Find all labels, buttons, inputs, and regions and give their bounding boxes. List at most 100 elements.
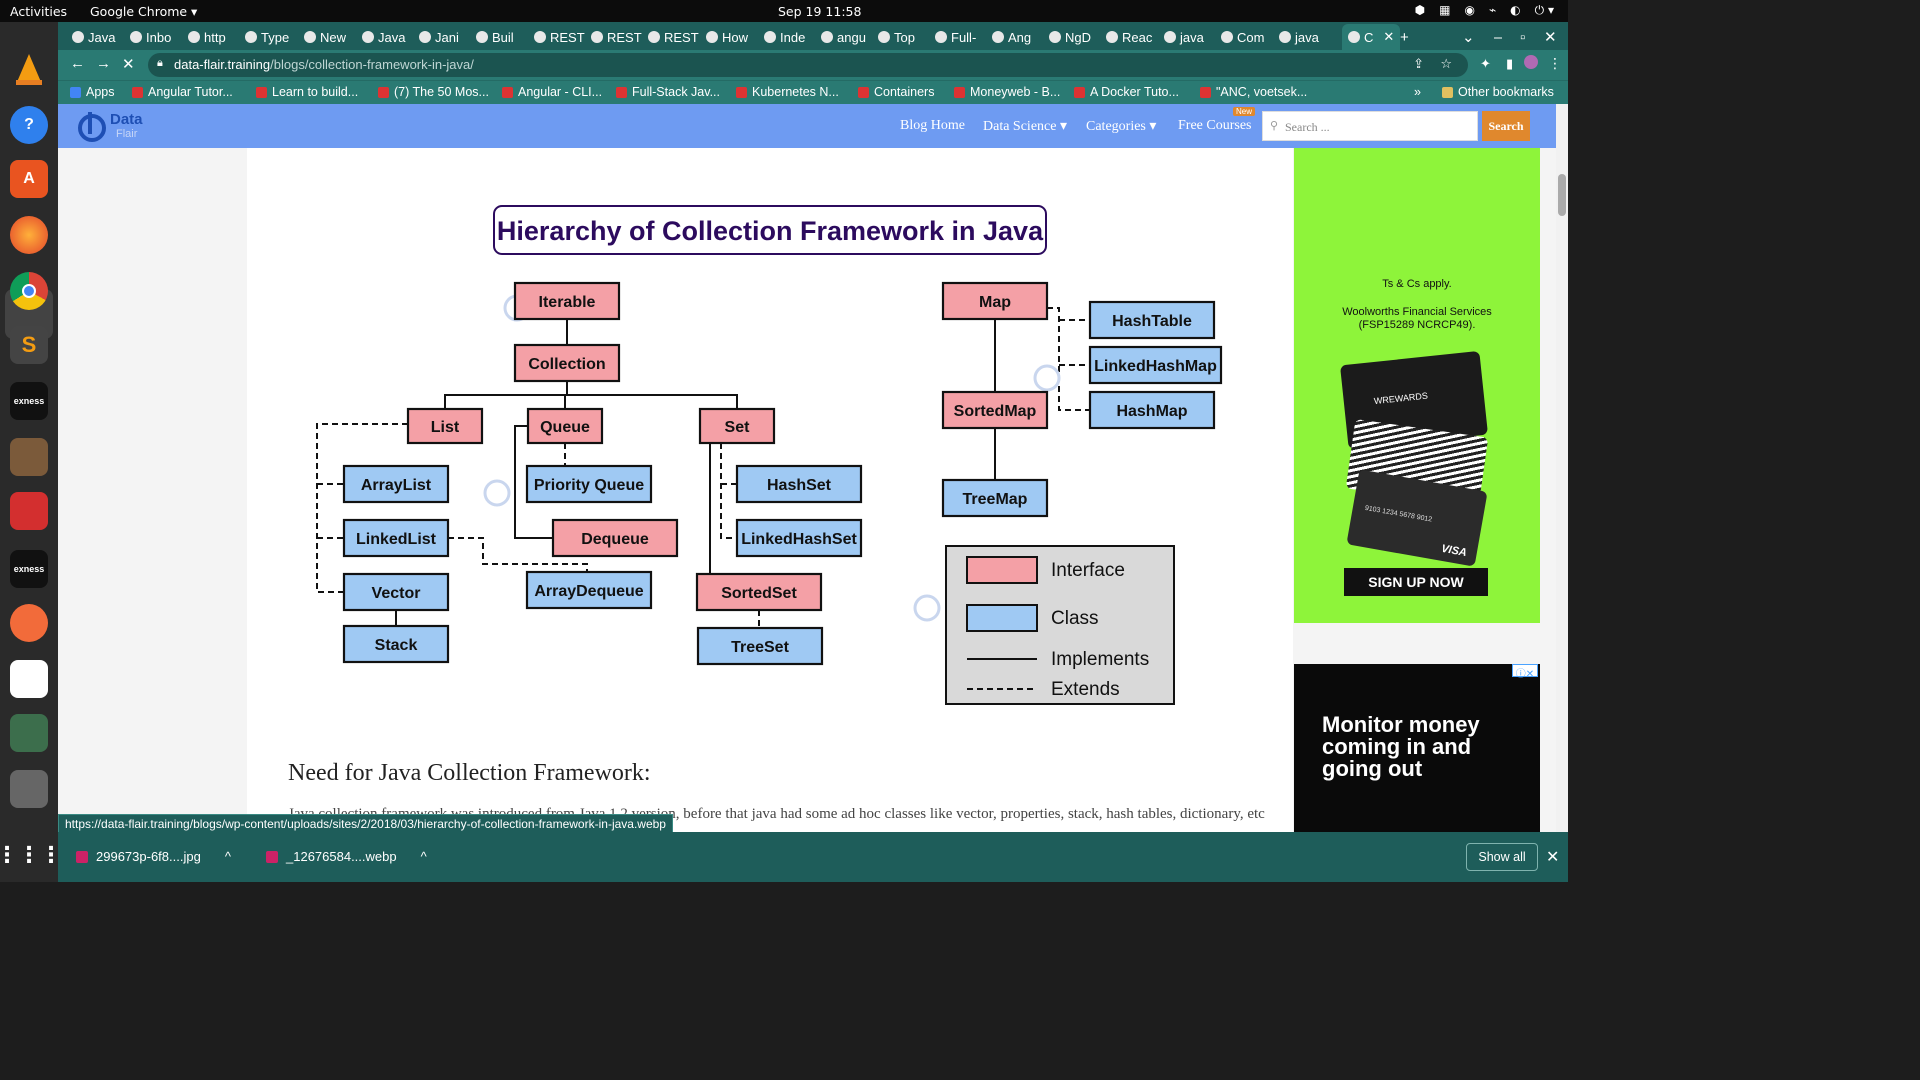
battery-icon[interactable]: ◐ bbox=[1510, 3, 1521, 17]
chevron-up-icon[interactable]: ^ bbox=[420, 849, 427, 864]
browser-tab[interactable]: Java bbox=[362, 26, 416, 48]
nav-categories[interactable]: Categories ▾ bbox=[1086, 119, 1157, 134]
extensions-icon[interactable]: ✦ bbox=[1480, 56, 1491, 71]
forward-icon[interactable]: → bbox=[96, 55, 111, 72]
browser-tab[interactable]: Inbo bbox=[130, 26, 184, 48]
browser-tab[interactable]: C✕ bbox=[1342, 24, 1400, 50]
node-label-hashmap: HashMap bbox=[1116, 403, 1187, 420]
bookmark-item[interactable]: » bbox=[1414, 85, 1421, 99]
bookmark-item[interactable]: Containers bbox=[858, 85, 934, 99]
node-label-list: List bbox=[431, 419, 460, 436]
vlc-icon[interactable] bbox=[10, 50, 48, 88]
page-scrollbar[interactable] bbox=[1556, 104, 1568, 832]
browser-tab[interactable]: angu bbox=[821, 26, 875, 48]
volume-icon[interactable]: ⌁ bbox=[1488, 3, 1497, 17]
system-tray[interactable]: ⬢ ▦ ◉ ⌁ ◐ ⏻ ▾ bbox=[1415, 3, 1554, 18]
app-menu[interactable]: Google Chrome ▾ bbox=[90, 4, 198, 19]
bookmark-item[interactable]: Angular - CLI... bbox=[502, 85, 602, 99]
browser-tab[interactable]: java bbox=[1279, 26, 1333, 48]
stop-loading-icon[interactable]: ✕ bbox=[122, 56, 135, 73]
back-icon[interactable]: ← bbox=[70, 55, 85, 72]
bookmark-item[interactable]: Other bookmarks bbox=[1442, 85, 1554, 99]
scrollbar-thumb[interactable] bbox=[1558, 174, 1566, 216]
browser-tab[interactable]: REST bbox=[648, 26, 702, 48]
postman-icon[interactable] bbox=[10, 604, 48, 642]
bookmark-star-icon[interactable]: ☆ bbox=[1440, 56, 1452, 71]
browser-tab[interactable]: New bbox=[304, 26, 358, 48]
download-item[interactable]: 299673p-6f8....jpg^ bbox=[76, 849, 231, 864]
chevron-up-icon[interactable]: ^ bbox=[224, 849, 231, 864]
close-window-icon[interactable]: ✕ bbox=[1544, 29, 1557, 46]
software-center-icon[interactable]: A bbox=[10, 160, 48, 198]
new-tab-icon[interactable]: + bbox=[1400, 28, 1409, 46]
calculator-icon[interactable] bbox=[10, 770, 48, 808]
ad-close-icon[interactable]: ⓘ✕ bbox=[1512, 664, 1538, 680]
browser-tab[interactable]: Top bbox=[878, 26, 932, 48]
browser-tab[interactable]: NgD bbox=[1049, 26, 1103, 48]
browser-tab[interactable]: Reac bbox=[1106, 26, 1160, 48]
tab-search-icon[interactable]: ⌄ bbox=[1462, 29, 1475, 46]
activities-button[interactable]: Activities bbox=[10, 4, 68, 19]
tab-close-icon[interactable]: ✕ bbox=[1383, 29, 1395, 44]
installer-icon[interactable] bbox=[10, 714, 48, 752]
bookmark-favicon-icon bbox=[378, 86, 389, 98]
browser-tab[interactable]: Java bbox=[72, 26, 126, 48]
kebab-menu-icon[interactable]: ⋮ bbox=[1548, 55, 1562, 71]
show-apps-icon[interactable]: ⋮⋮⋮ bbox=[0, 842, 62, 867]
dataflair-logo[interactable]: Data Flair bbox=[76, 108, 156, 144]
browser-tab[interactable]: java bbox=[1164, 26, 1218, 48]
show-all-downloads-button[interactable]: Show all bbox=[1466, 843, 1538, 871]
download-item[interactable]: _12676584....webp^ bbox=[266, 849, 427, 864]
dbeaver-icon[interactable] bbox=[10, 660, 48, 698]
sign-up-button[interactable]: SIGN UP NOW bbox=[1344, 568, 1488, 596]
search-input[interactable]: ⚲ Search ... bbox=[1262, 111, 1478, 141]
tray-screen-icon[interactable]: ▦ bbox=[1439, 3, 1451, 17]
browser-tab[interactable]: Inde bbox=[764, 26, 818, 48]
firefox-icon[interactable] bbox=[10, 216, 48, 254]
pdf-reader-icon[interactable] bbox=[10, 492, 48, 530]
close-download-bar-icon[interactable]: ✕ bbox=[1546, 849, 1560, 866]
nav-free-courses[interactable]: Free Courses bbox=[1178, 118, 1252, 133]
bookmark-item[interactable]: "ANC, voetsek... bbox=[1200, 85, 1307, 99]
side-panel-icon[interactable]: ▮ bbox=[1506, 56, 1514, 71]
bookmark-item[interactable]: Angular Tutor... bbox=[132, 85, 233, 99]
share-icon[interactable]: ⇪ bbox=[1413, 56, 1424, 71]
lock-icon[interactable]: 🔒︎ bbox=[157, 57, 163, 69]
wifi-icon[interactable]: ◉ bbox=[1464, 3, 1475, 17]
minimize-icon[interactable]: – bbox=[1494, 28, 1503, 46]
bookmark-item[interactable]: (7) The 50 Mos... bbox=[378, 85, 489, 99]
nav-blog-home[interactable]: Blog Home bbox=[900, 118, 965, 133]
browser-tab[interactable]: How bbox=[706, 26, 760, 48]
sublime-text-icon[interactable]: S bbox=[10, 326, 48, 364]
book-app-icon[interactable] bbox=[10, 438, 48, 476]
chrome-icon[interactable] bbox=[10, 272, 48, 310]
bookmark-item[interactable]: Full-Stack Jav... bbox=[616, 85, 720, 99]
money-ad[interactable]: ⓘ✕ Monitor money coming in and going out bbox=[1294, 664, 1540, 832]
bookmark-item[interactable]: Moneyweb - B... bbox=[954, 85, 1060, 99]
browser-tab[interactable]: Buil bbox=[476, 26, 530, 48]
maximize-icon[interactable]: ▫ bbox=[1520, 28, 1526, 46]
exness-second-icon[interactable]: exness bbox=[10, 550, 48, 588]
address-bar[interactable]: 🔒︎ data-flair.training/blogs/collection-… bbox=[148, 53, 1468, 77]
bookmark-item[interactable]: Learn to build... bbox=[256, 85, 358, 99]
woolworths-ad[interactable]: Ts & Cs apply. Woolworths Financial Serv… bbox=[1294, 148, 1540, 623]
bookmark-item[interactable]: A Docker Tuto... bbox=[1074, 85, 1179, 99]
bookmark-item[interactable]: Apps bbox=[70, 85, 115, 99]
browser-tab[interactable]: Com bbox=[1221, 26, 1275, 48]
tray-app-icon[interactable]: ⬢ bbox=[1414, 3, 1426, 17]
browser-tab[interactable]: Full- bbox=[935, 26, 989, 48]
exness-icon[interactable]: exness bbox=[10, 382, 48, 420]
bookmark-item[interactable]: Kubernetes N... bbox=[736, 85, 839, 99]
browser-tab[interactable]: http bbox=[188, 26, 242, 48]
search-button[interactable]: Search bbox=[1482, 111, 1530, 141]
browser-tab[interactable]: REST bbox=[591, 26, 645, 48]
browser-tab[interactable]: Jani bbox=[419, 26, 473, 48]
power-menu-icon[interactable]: ⏻ ▾ bbox=[1534, 3, 1554, 17]
clock[interactable]: Sep 19 11:58 bbox=[778, 4, 862, 19]
browser-tab[interactable]: Type bbox=[245, 26, 299, 48]
profile-avatar[interactable] bbox=[1524, 55, 1538, 69]
help-icon[interactable]: ? bbox=[10, 106, 48, 144]
browser-tab[interactable]: REST bbox=[534, 26, 588, 48]
browser-tab[interactable]: Ang bbox=[992, 26, 1046, 48]
nav-data-science[interactable]: Data Science ▾ bbox=[983, 119, 1067, 134]
